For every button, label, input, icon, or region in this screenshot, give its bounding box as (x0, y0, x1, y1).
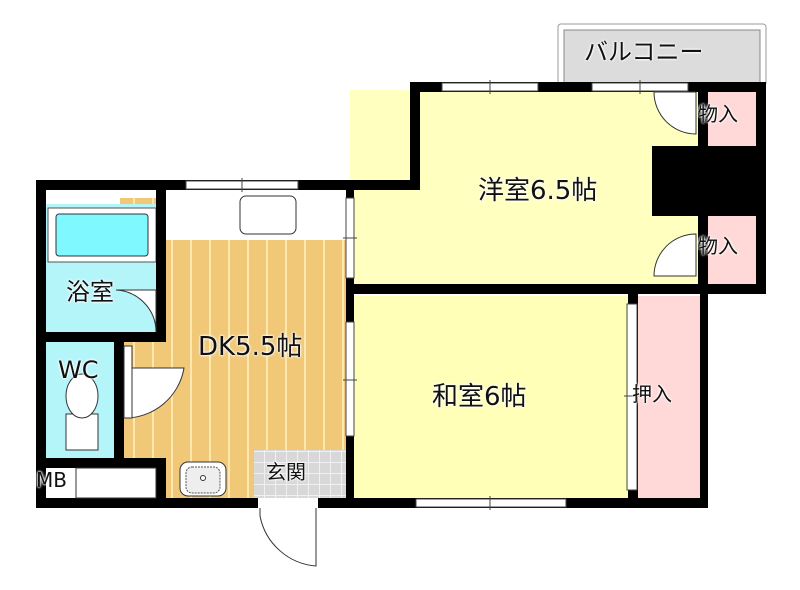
entrance-door (259, 505, 317, 567)
wc-label: WC (58, 356, 99, 384)
doors (115, 91, 697, 567)
bathroom-door (115, 289, 157, 333)
entrance-label: 玄関 (266, 460, 306, 484)
japanese-room-fill (350, 296, 640, 500)
balcony-area (557, 23, 767, 87)
wash-basin-icon (179, 461, 227, 497)
sink-icon (239, 195, 297, 235)
closet-top-fill (706, 90, 758, 146)
bathroom-label: 浴室 (66, 278, 114, 306)
window-dividers (241, 80, 641, 510)
closet-bottom-door (653, 233, 697, 277)
mb-label: MB (36, 468, 67, 492)
oshiire-fill (636, 296, 700, 500)
bathroom-window (46, 190, 156, 198)
dk-label: DK5.5帖 (198, 332, 303, 362)
entrance-fill (254, 450, 348, 500)
closet-bottom-fill (706, 216, 758, 286)
balcony-label: バルコニー (584, 38, 704, 66)
closet-top-door (653, 91, 697, 135)
closet-top-label: 物入 (698, 102, 738, 126)
japanese-room-label: 和室6帖 (432, 382, 527, 412)
western-room-label: 洋室6.5帖 (478, 176, 598, 206)
oshiire-label: 押入 (632, 382, 672, 406)
bathtub-icon (55, 213, 149, 257)
entrance-threshold (258, 498, 318, 508)
toilet-icon (65, 373, 99, 451)
closet-bottom-label: 物入 (698, 234, 738, 258)
